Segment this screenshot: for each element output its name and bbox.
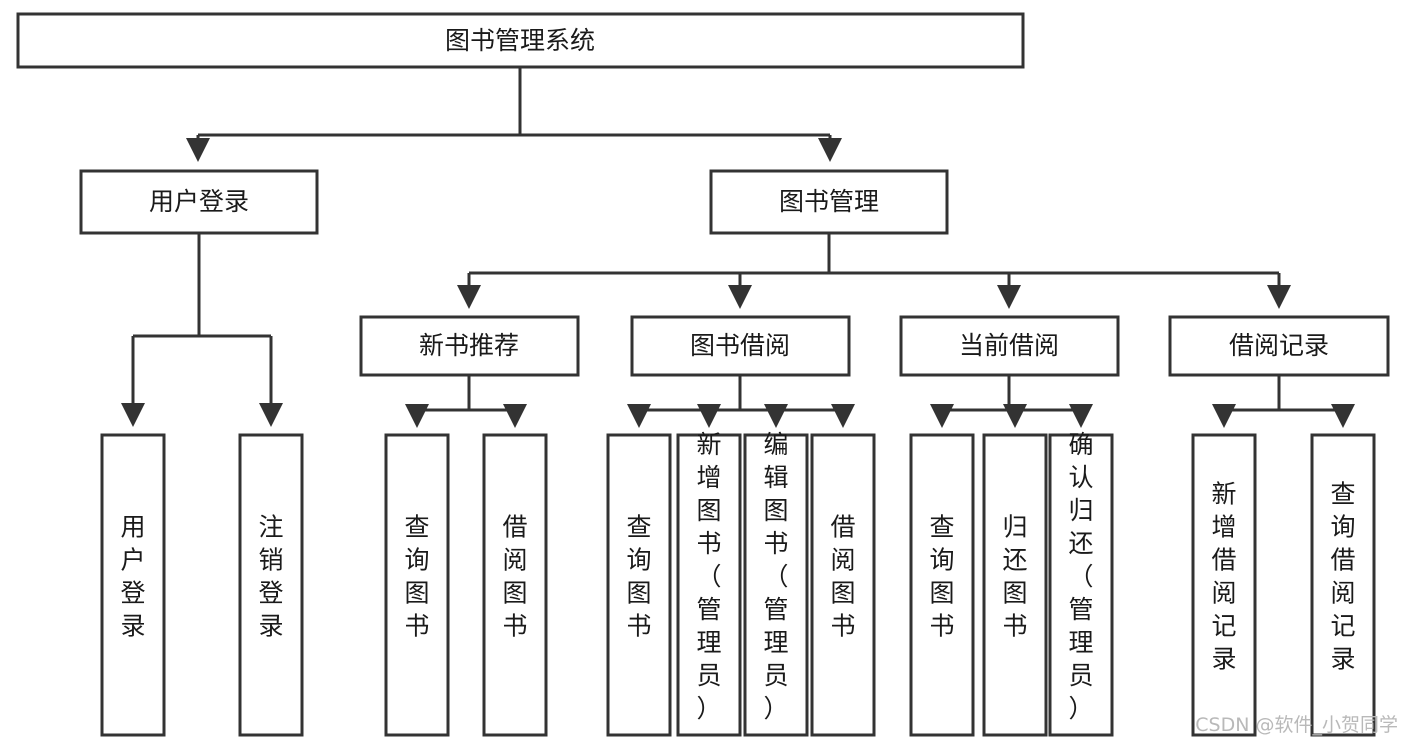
node-current-borrow-label: 当前借阅: [959, 331, 1059, 360]
node-new-book-recommend-box[interactable]: [359, 315, 580, 377]
node-book-management[interactable]: 图书管理: [709, 169, 949, 235]
leaf-node-query-book-3-box[interactable]: [909, 433, 975, 737]
leaf-node-edit-book-label: 编辑图书（管理员）: [763, 430, 788, 723]
leaf-node-add-book-label: 新增图书（管理员）: [696, 430, 721, 723]
leaf-node-query-record-label: 查询借阅记录: [1330, 480, 1355, 674]
node-root-label: 图书管理系统: [445, 26, 595, 55]
leaf-node-query-record-box[interactable]: [1310, 433, 1376, 737]
leaf-node-query-book-1-box[interactable]: [384, 433, 450, 737]
node-book-management-box[interactable]: [709, 169, 949, 235]
node-root[interactable]: 图书管理系统: [16, 12, 1025, 69]
leaf-node-return-book-box[interactable]: [982, 433, 1048, 737]
leaf-node-logout-box[interactable]: [238, 433, 304, 737]
leaf-node-return-book-label: 归还图书: [1002, 513, 1027, 641]
leaf-node-return-book[interactable]: 归还图书: [982, 433, 1048, 737]
node-book-borrow-label: 图书借阅: [690, 331, 790, 360]
leaf-node-borrow-book-2[interactable]: 借阅图书: [810, 433, 876, 737]
leaf-node-logout[interactable]: 注销登录: [238, 433, 304, 737]
node-current-borrow-box[interactable]: [899, 315, 1120, 377]
connector-layer: [121, 67, 1355, 428]
node-borrow-record-box[interactable]: [1168, 315, 1390, 377]
node-book-borrow-box[interactable]: [630, 315, 851, 377]
node-user-login-label: 用户登录: [149, 187, 249, 216]
leaf-node-confirm-return[interactable]: 确认归还（管理员）: [1048, 430, 1114, 737]
node-new-book-recommend[interactable]: 新书推荐: [359, 315, 580, 377]
leaf-node-query-book-1-label: 查询图书: [404, 513, 429, 641]
leaf-node-add-record[interactable]: 新增借阅记录: [1191, 433, 1257, 737]
leaf-node-query-book-2-label: 查询图书: [626, 513, 651, 641]
leaf-node-edit-book[interactable]: 编辑图书（管理员）: [743, 430, 809, 737]
leaf-node-query-book-3[interactable]: 查询图书: [909, 433, 975, 737]
leaf-node-query-book-2[interactable]: 查询图书: [606, 433, 672, 737]
leaf-node-borrow-book-1[interactable]: 借阅图书: [482, 433, 548, 737]
node-root-box[interactable]: [16, 12, 1025, 69]
leaf-node-add-book-box[interactable]: [676, 433, 742, 737]
node-borrow-record-label: 借阅记录: [1229, 331, 1329, 360]
node-new-book-recommend-label: 新书推荐: [419, 331, 519, 360]
leaf-node-add-record-label: 新增借阅记录: [1211, 480, 1236, 674]
node-book-borrow[interactable]: 图书借阅: [630, 315, 851, 377]
node-user-login-box[interactable]: [79, 169, 319, 235]
node-book-management-label: 图书管理: [779, 187, 879, 216]
leaf-node-add-book[interactable]: 新增图书（管理员）: [676, 430, 742, 737]
node-current-borrow[interactable]: 当前借阅: [899, 315, 1120, 377]
leaf-node-query-record[interactable]: 查询借阅记录: [1310, 433, 1376, 737]
node-borrow-record[interactable]: 借阅记录: [1168, 315, 1390, 377]
leaf-node-borrow-book-2-label: 借阅图书: [830, 513, 855, 641]
leaf-node-logout-label: 注销登录: [258, 513, 283, 641]
node-user-login[interactable]: 用户登录: [79, 169, 319, 235]
leaf-node-query-book-2-box[interactable]: [606, 433, 672, 737]
leaf-node-borrow-book-2-box[interactable]: [810, 433, 876, 737]
leaf-node-borrow-book-1-box[interactable]: [482, 433, 548, 737]
leaf-node-add-record-box[interactable]: [1191, 433, 1257, 737]
leaf-node-query-book-1[interactable]: 查询图书: [384, 433, 450, 737]
leaf-node-user-login[interactable]: 用户登录: [100, 433, 166, 737]
leaf-node-user-login-label: 用户登录: [120, 513, 145, 641]
leaf-node-edit-book-box[interactable]: [743, 433, 809, 737]
leaf-node-query-book-3-label: 查询图书: [929, 513, 954, 641]
leaf-node-borrow-book-1-label: 借阅图书: [502, 513, 527, 641]
leaf-node-user-login-box[interactable]: [100, 433, 166, 737]
leaf-node-confirm-return-box[interactable]: [1048, 433, 1114, 737]
leaf-node-confirm-return-label: 确认归还（管理员）: [1068, 430, 1093, 723]
csdn-watermark: CSDN @软件_小贺同学: [1195, 714, 1398, 736]
